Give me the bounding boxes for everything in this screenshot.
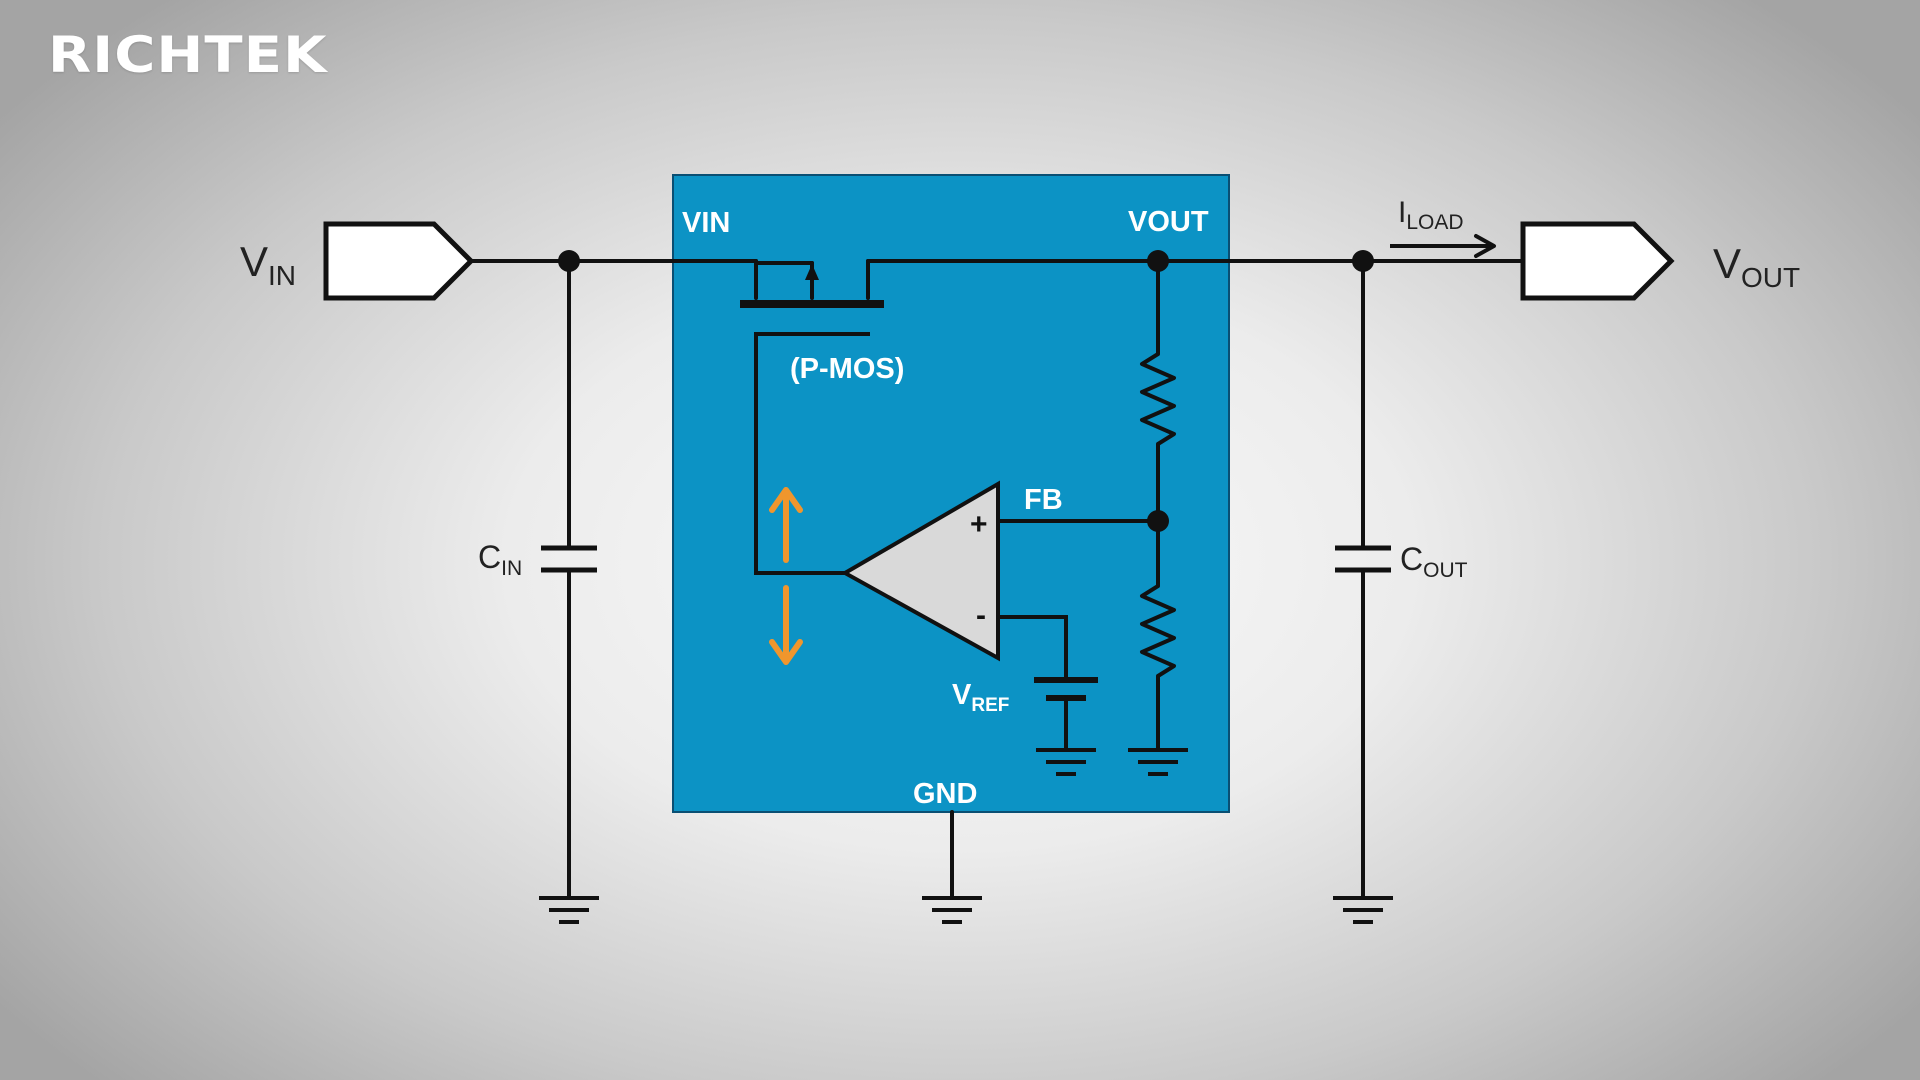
pin-gnd-label: GND	[913, 778, 977, 810]
capacitor-icon	[1335, 545, 1391, 573]
opamp-icon	[840, 480, 1000, 662]
vout-port-icon	[1520, 221, 1675, 301]
pmos-transistor-icon	[740, 259, 884, 336]
pin-vout-label: VOUT	[1128, 206, 1209, 238]
richtek-logo: RICHTEK	[48, 26, 328, 84]
current-arrow-icon	[1390, 234, 1496, 258]
junction-dot	[558, 250, 580, 272]
vout-label: VOUT	[1713, 240, 1800, 293]
opamp-minus-label: -	[976, 599, 986, 632]
vref-label: VREF	[952, 679, 1009, 716]
ground-icon	[1333, 896, 1393, 924]
ground-icon	[1128, 748, 1188, 776]
vin-label: VIN	[240, 238, 296, 291]
ground-icon	[539, 896, 599, 924]
opamp-plus-label: +	[970, 508, 988, 541]
junction-dot	[1147, 250, 1169, 272]
ground-icon	[922, 896, 982, 924]
pin-fb-label: FB	[1024, 484, 1063, 516]
junction-dot	[1352, 250, 1374, 272]
ground-icon	[1036, 748, 1096, 776]
resistor-icon	[1140, 584, 1176, 678]
down-arrow-icon	[769, 585, 803, 665]
vin-port-icon	[323, 221, 475, 301]
gate-wire	[754, 332, 847, 575]
iload-label: ILOAD	[1398, 196, 1464, 234]
up-arrow-icon	[769, 487, 803, 563]
cin-label: CIN	[478, 539, 522, 580]
cout-label: COUT	[1400, 541, 1468, 582]
pin-vin-label: VIN	[682, 207, 730, 239]
resistor-icon	[1140, 352, 1176, 446]
ic-block	[672, 174, 1230, 813]
pmos-label: (P-MOS)	[790, 353, 904, 385]
junction-dot	[1147, 510, 1169, 532]
vref-wire	[996, 615, 1068, 682]
capacitor-icon	[541, 545, 597, 573]
